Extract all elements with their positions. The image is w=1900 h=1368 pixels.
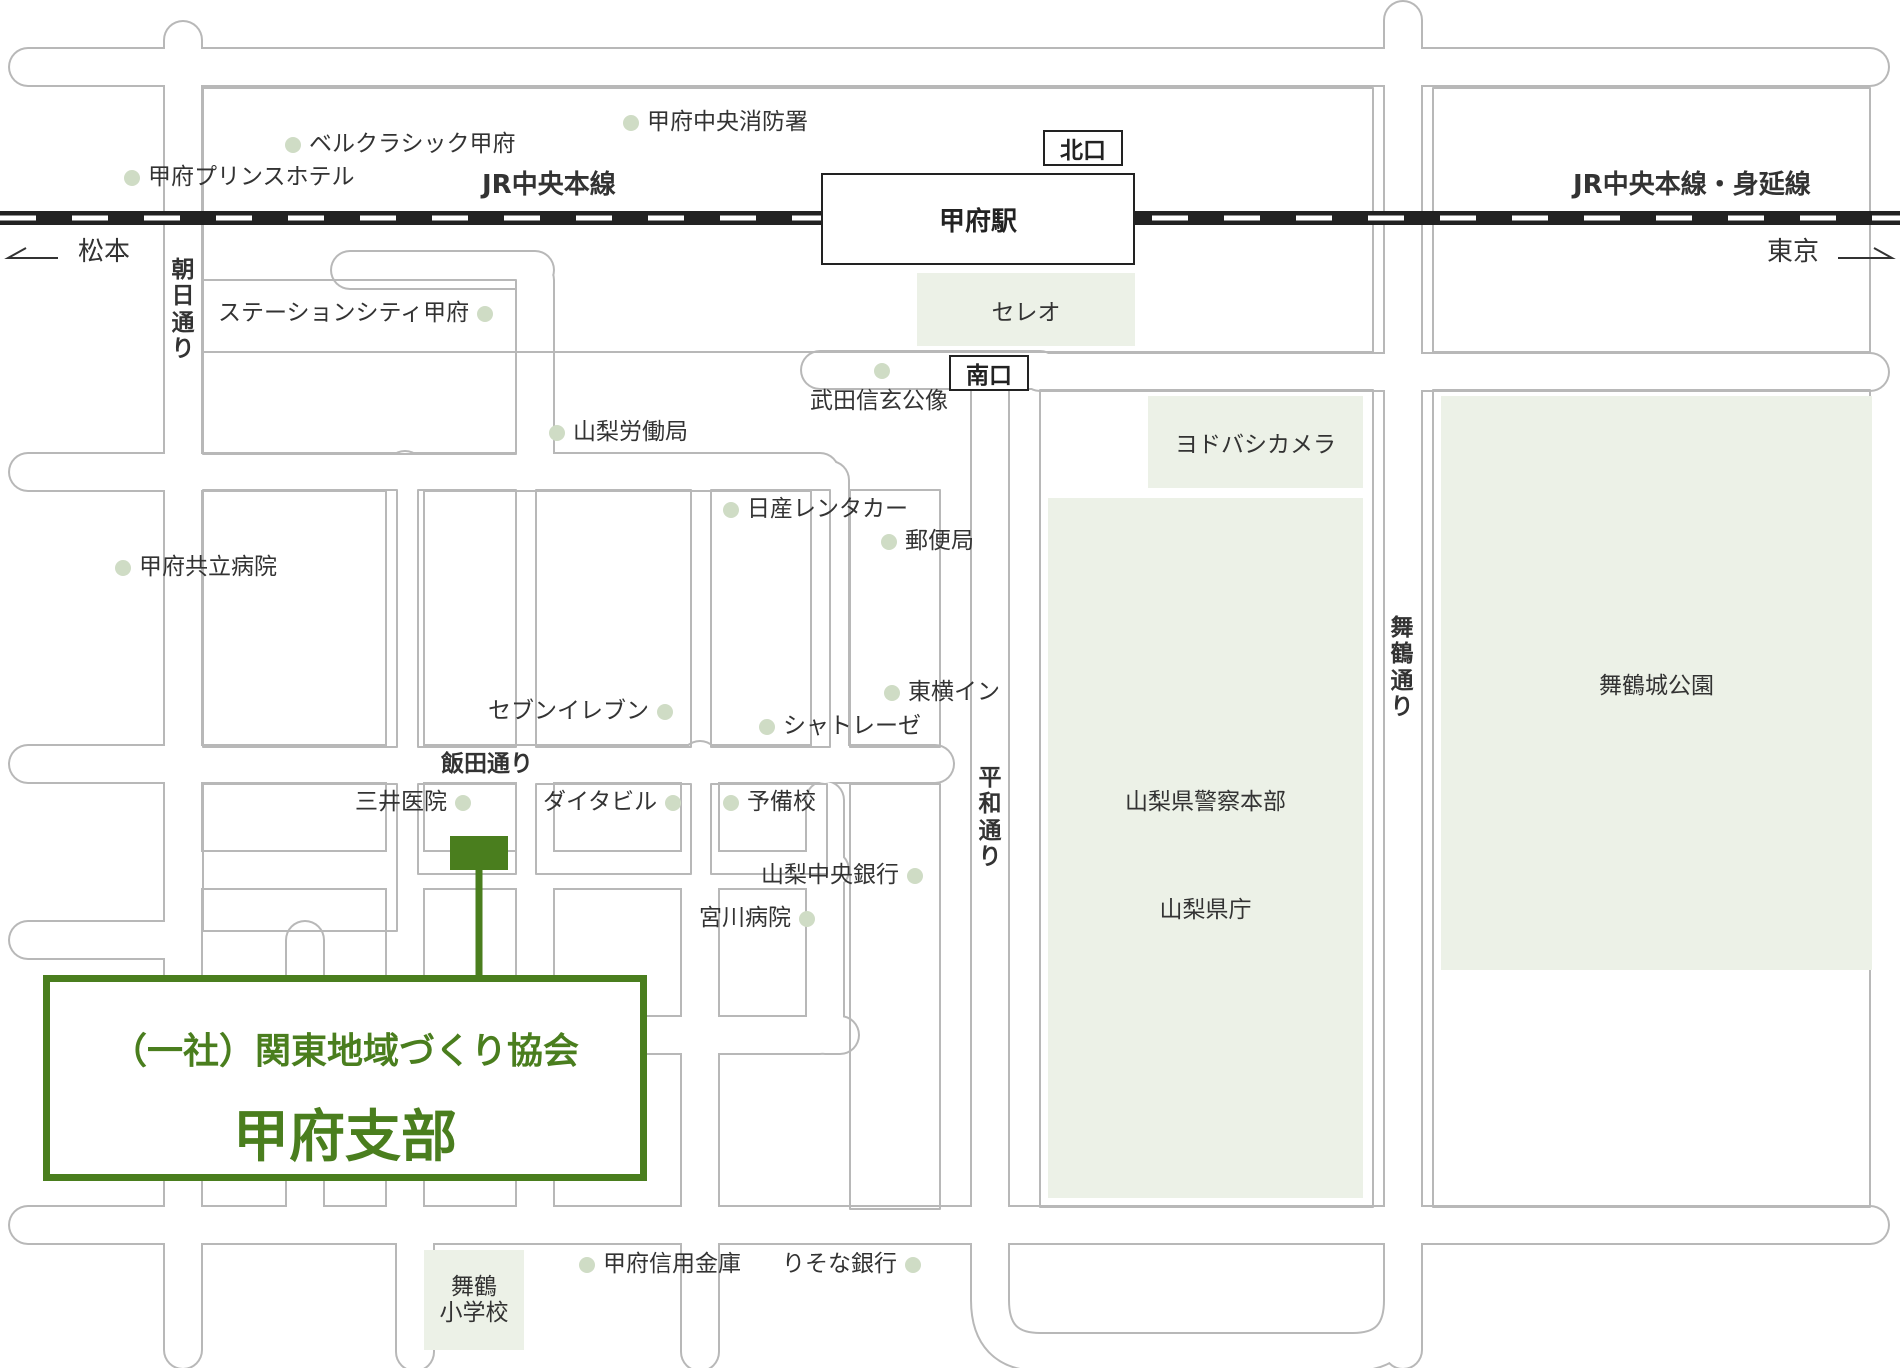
area-school-label: 舞鶴 小学校 [439,1273,509,1326]
poi-prep-school: 予備校 [723,791,816,814]
poi-post-office: 郵便局 [881,530,974,553]
office-callout: （一社）関東地域づくり協会 甲府支部 [43,975,647,1181]
road-maizuru-label: 舞鶴通り [1390,615,1414,721]
arrow-left-icon [4,247,58,259]
poi-dot-icon [477,305,494,322]
poi-dot-icon [874,363,890,379]
area-police-label: 山梨県警察本部 [1125,789,1286,815]
poi-kyoritsu-hospital: 甲府共立病院 [115,556,277,579]
poi-mitsui-clinic: 三井医院 [355,791,471,814]
area-celeo: セレオ [917,273,1135,346]
area-yodobashi-label: ヨドバシカメラ [1175,432,1336,458]
poi-dot-icon [881,533,897,550]
area-celeo-label: セレオ [991,299,1061,326]
poi-daita-building: ダイタビル [543,789,682,815]
rail-line-left-label: JR中央本線 [482,170,616,200]
poi-label: ベルクラシック甲府 [309,131,516,157]
poi-dot-icon [115,559,131,576]
poi-label: 予備校 [747,789,816,815]
poi-toyoko-inn: 東横イン [884,681,1000,704]
poi-chateraise: シャトレーゼ [759,715,921,738]
area-park-label: 舞鶴城公園 [1599,673,1714,699]
poi-labour-bureau: 山梨労働局 [549,421,688,444]
poi-dot-icon [549,424,565,441]
poi-label: 東横イン [908,679,1000,705]
poi-resona-bank: りそな銀行 [782,1253,921,1276]
poi-dot-icon [623,114,639,131]
poi-station-city: ステーションシティ甲府 [218,300,494,326]
poi-dot-icon [455,794,471,811]
poi-label: りそな銀行 [782,1251,897,1277]
direction-east-label: 東京 [1767,237,1820,267]
office-org-name: （一社）関東地域づくり協会 [110,1031,579,1072]
poi-label: シャトレーゼ [783,713,921,739]
poi-dot-icon [124,169,140,186]
station-building: 甲府駅 [821,173,1135,265]
poi-dot-icon [657,703,673,720]
poi-dot-icon [799,910,815,927]
rail-line-right-label: JR中央本線・身延線 [1573,170,1811,200]
road-asahi-label: 朝日通り [171,257,195,363]
poi-label: 宮川病院 [699,905,791,931]
poi-nissan: 日産レンタカー [723,498,908,521]
poi-label: 日産レンタカー [747,496,908,522]
area-maizuru-park: 舞鶴城公園 [1441,396,1872,970]
poi-dot-icon [579,1256,595,1273]
poi-label: 三井医院 [355,789,447,815]
poi-dot-icon [884,684,900,701]
poi-dot-icon [723,501,739,518]
north-exit-tag: 北口 [1043,130,1123,166]
poi-seven-eleven: セブンイレブン [488,700,673,723]
office-marker [450,836,508,870]
area-yodobashi: ヨドバシカメラ [1148,396,1363,488]
station-name: 甲府駅 [938,206,1017,237]
poi-dot-icon [907,867,923,884]
south-exit-label: 南口 [966,363,1012,389]
poi-dot-icon [905,1256,921,1273]
area-pref-office-label: 山梨県庁 [1159,897,1252,923]
poi-label: 甲府中央消防署 [647,109,808,135]
area-prefecture-block: 山梨県警察本部 山梨県庁 [1048,498,1363,1198]
poi-label: セブンイレブン [488,698,649,724]
poi-yamanashi-chuo-bank: 山梨中央銀行 [761,864,923,887]
poi-label: ダイタビル [543,789,658,815]
poi-prince-hotel: 甲府プリンスホテル [124,166,355,189]
poi-dot-icon [759,718,775,735]
road-heiwa-label: 平和通り [978,765,1002,871]
poi-label: ステーションシティ甲府 [218,300,470,326]
direction-west-label: 松本 [78,237,131,267]
arrow-right-icon [1838,247,1896,259]
south-exit-tag: 南口 [949,355,1029,391]
poi-dot-takeda [874,363,890,379]
road-network [8,0,1890,1368]
poi-takeda-label: 武田信玄公像 [810,388,948,414]
poi-label: 郵便局 [905,528,974,554]
north-exit-label: 北口 [1060,138,1106,164]
road-iida-label: 飯田通り [441,751,533,777]
area-maizuru-school: 舞鶴 小学校 [424,1250,524,1350]
poi-miyagawa-hospital: 宮川病院 [699,907,815,930]
poi-dot-icon [723,794,739,811]
poi-fire-station: 甲府中央消防署 [623,111,808,134]
poi-label: 山梨中央銀行 [761,862,899,888]
poi-label: 山梨労働局 [573,419,688,445]
poi-dot-icon [285,136,301,153]
office-branch-name: 甲府支部 [233,1105,457,1170]
poi-label: 甲府プリンスホテル [148,164,355,190]
poi-kofu-shinkin: 甲府信用金庫 [579,1253,741,1276]
poi-bellclassic: ベルクラシック甲府 [285,133,516,156]
poi-dot-icon [665,794,682,811]
poi-label: 甲府信用金庫 [603,1251,741,1277]
poi-label: 甲府共立病院 [139,554,277,580]
